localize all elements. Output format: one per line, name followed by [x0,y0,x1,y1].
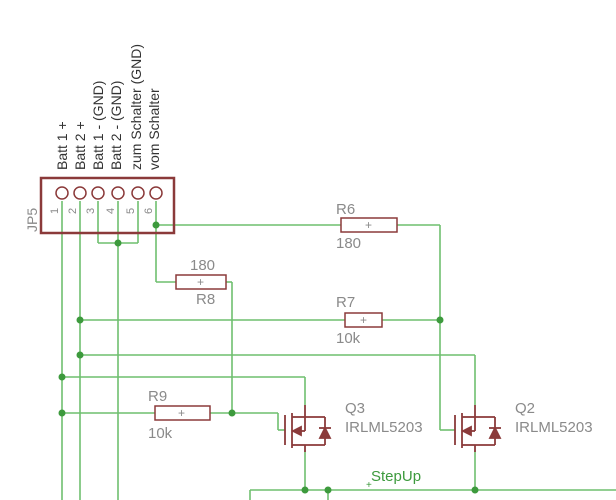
pin-number: 5 [125,208,137,214]
mosfet-value: IRLML5203 [345,419,423,436]
connector-body [39,176,176,235]
junction-dot [324,486,332,494]
mosfet-gate-arrow [460,425,472,437]
resistor-ref: R8 [196,291,215,308]
pin-label: vom Schalter [146,88,162,170]
wires [61,201,616,500]
mosfet-gate-arrow [290,425,302,437]
resistor-body [154,405,211,421]
junctions [58,221,479,494]
pin-label: Batt 1 - (GND) [90,81,106,170]
resistor-plus: + [365,218,372,232]
junction-dot [114,239,122,247]
resistor-body [175,274,227,290]
junction-dot [436,316,444,324]
resistor-value: 180 [336,235,361,252]
pin-label: zum Schalter (GND) [128,44,144,170]
pin-number: 4 [105,208,117,214]
resistor-plus: + [178,406,185,420]
pin-circle-4 [111,186,125,200]
mosfet-q3 [284,405,332,452]
pin-label: Batt 2 - (GND) [108,81,124,170]
connector-pin-circles [55,186,163,200]
junction-dot [471,486,479,494]
resistor-ref: R7 [336,294,355,311]
resistor-value: 10k [336,330,361,347]
pin-circle-5 [131,186,145,200]
connector-jp5: JP5 1 2 3 4 5 6 Batt 1 + Batt 2 + Batt 1… [24,44,176,235]
junction-dot [58,373,66,381]
resistor-plus: + [360,313,367,327]
pin-label: Batt 2 + [72,121,88,170]
junction-dot [228,409,236,417]
mosfet-value: IRLML5203 [515,419,593,436]
connector-ref: JP5 [24,208,40,232]
resistor-r7: + R7 10k [336,294,383,347]
junction-dot [76,351,84,359]
resistor-ref: R9 [148,388,167,405]
junction-dot [58,409,66,417]
resistor-value: 180 [190,257,215,274]
resistor-r6: + R6 180 [336,201,398,252]
pin-circle-6 [149,186,163,200]
pin-circle-3 [91,186,105,200]
pin-circle-1 [55,186,69,200]
pin-circle-2 [73,186,87,200]
net-label-marker: + [366,480,372,491]
mosfet-diode-arrow [488,425,502,439]
junction-dot [76,316,84,324]
resistor-ref: R6 [336,201,355,218]
net-label-stepup: StepUp [371,468,421,485]
resistor-value: 10k [148,425,173,442]
resistor-plus: + [197,275,204,289]
pin-number: 1 [49,208,61,214]
resistor-body [344,312,383,328]
pin-number: 6 [143,208,155,214]
junction-dot [301,486,309,494]
pin-label: Batt 1 + [54,121,70,170]
pin-number: 2 [67,208,79,214]
resistor-r9: + R9 10k [148,388,211,442]
resistor-body [340,217,398,233]
mosfet-ref: Q3 [345,400,365,417]
mosfet-ref: Q2 [515,400,535,417]
pin-number: 3 [85,208,97,214]
mosfet-diode-arrow [318,425,332,439]
mosfet-q2 [454,405,502,452]
resistor-r8: + 180 R8 [175,257,227,308]
junction-dot [152,221,160,229]
